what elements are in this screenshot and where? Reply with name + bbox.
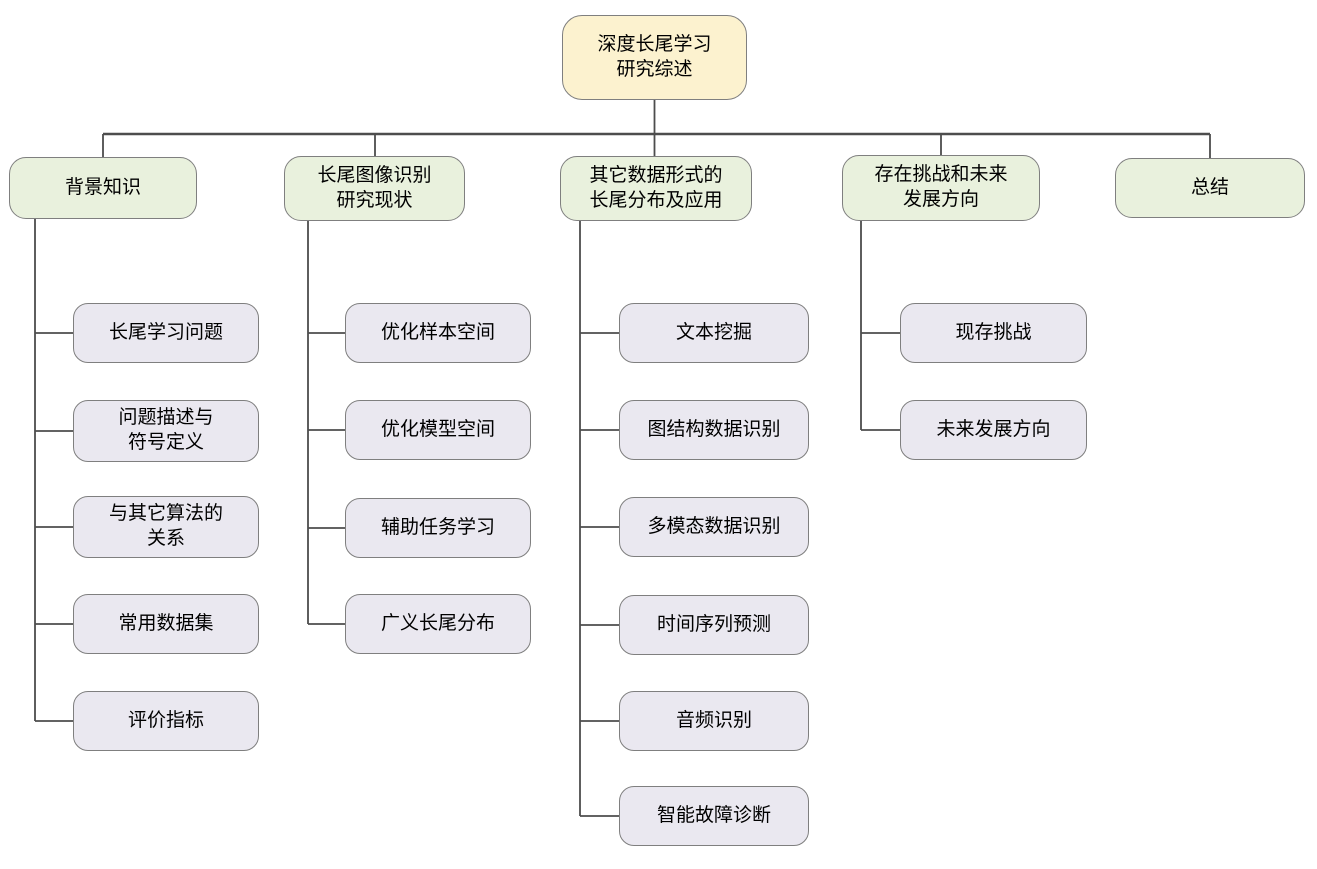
child-auxiliary-task-learning[interactable]: 辅助任务学习 [345,498,531,558]
branch-label: 总结 [1190,176,1229,198]
wire-column-3 [579,221,619,817]
branch-label: 长尾图像识别 研究现状 [317,164,432,211]
child-label: 未来发展方向 [936,418,1051,440]
child-label: 广义长尾分布 [380,612,495,634]
child-problem-description-notation[interactable]: 问题描述与 符号定义 [73,400,259,462]
child-optimize-sample-space[interactable]: 优化样本空间 [345,303,531,363]
child-label: 长尾学习问题 [108,321,223,343]
branch-other-data-forms[interactable]: 其它数据形式的 长尾分布及应用 [560,156,752,221]
wire-branch-drops [102,134,1211,158]
branch-summary[interactable]: 总结 [1115,158,1305,218]
child-audio-recognition[interactable]: 音频识别 [619,691,809,751]
wire-column-1 [34,219,73,722]
branch-label: 其它数据形式的 长尾分布及应用 [589,164,723,211]
child-label: 音频识别 [675,709,752,731]
child-label: 问题描述与 符号定义 [118,407,214,453]
child-text-mining[interactable]: 文本挖掘 [619,303,809,363]
branch-challenges-future[interactable]: 存在挑战和未来 发展方向 [842,155,1040,221]
child-label: 现存挑战 [955,321,1032,343]
child-time-series-forecasting[interactable]: 时间序列预测 [619,595,809,655]
child-label: 多模态数据识别 [647,515,781,537]
branch-label: 背景知识 [64,176,141,198]
child-common-datasets[interactable]: 常用数据集 [73,594,259,654]
child-longtail-learning-problem[interactable]: 长尾学习问题 [73,303,259,363]
child-relation-to-other-algorithms[interactable]: 与其它算法的 关系 [73,496,259,558]
branch-longtail-image-recognition[interactable]: 长尾图像识别 研究现状 [284,156,465,221]
child-label: 优化样本空间 [380,321,495,343]
wire-column-2 [307,221,345,625]
child-multimodal-data-recognition[interactable]: 多模态数据识别 [619,497,809,557]
child-intelligent-fault-diagnosis[interactable]: 智能故障诊断 [619,786,809,846]
child-evaluation-metrics[interactable]: 评价指标 [73,691,259,751]
root-node[interactable]: 深度长尾学习 研究综述 [562,15,747,100]
child-label: 时间序列预测 [656,613,771,635]
child-optimize-model-space[interactable]: 优化模型空间 [345,400,531,460]
child-label: 常用数据集 [118,612,214,634]
child-label: 智能故障诊断 [656,804,771,826]
root-label: 深度长尾学习 研究综述 [597,33,712,80]
child-label: 与其它算法的 关系 [108,503,223,549]
wire-column-4 [860,221,900,431]
child-existing-challenges[interactable]: 现存挑战 [900,303,1087,363]
child-generalized-longtail-distribution[interactable]: 广义长尾分布 [345,594,531,654]
child-label: 图结构数据识别 [647,418,781,440]
child-future-directions[interactable]: 未来发展方向 [900,400,1087,460]
child-label: 评价指标 [127,709,204,731]
branch-label: 存在挑战和未来 发展方向 [874,164,1008,210]
child-label: 文本挖掘 [675,321,752,343]
child-graph-data-recognition[interactable]: 图结构数据识别 [619,400,809,460]
child-label: 辅助任务学习 [380,516,495,538]
child-label: 优化模型空间 [380,418,495,440]
branch-background-knowledge[interactable]: 背景知识 [9,157,197,219]
